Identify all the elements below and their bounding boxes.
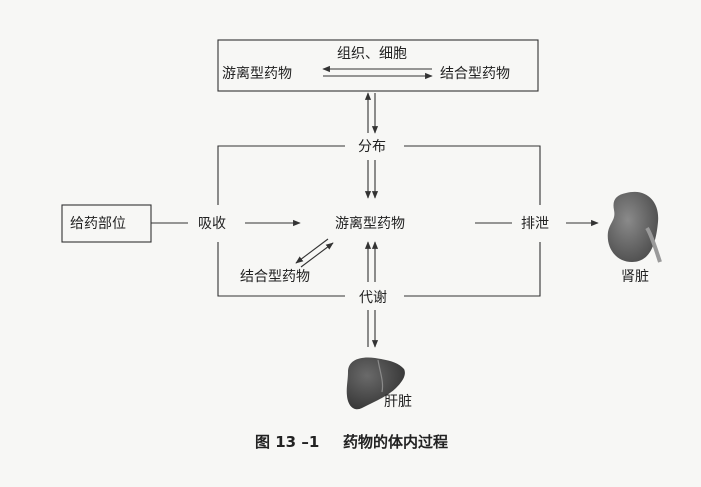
kidney-image [607, 191, 662, 263]
distribution-label: 分布 [358, 139, 386, 155]
administration-site-label: 给药部位 [70, 216, 126, 232]
liver-label: 肝脏 [384, 394, 412, 410]
central-box-top-right [404, 145, 541, 205]
excretion-label: 排泄 [521, 216, 549, 232]
figure-number: 图 13 –1 [255, 433, 319, 451]
central-box-top-left [217, 145, 345, 205]
liver-ligament-icon [377, 359, 384, 393]
kidney-label: 肾脏 [621, 269, 649, 285]
plasma-bound-drug-label: 结合型药物 [240, 269, 310, 285]
liver-image [346, 357, 405, 410]
tissue-free-drug-label: 游离型药物 [222, 65, 292, 82]
plasma-binding-arrow-1 [295, 238, 329, 264]
central-free-drug-label: 游离型药物 [335, 215, 405, 232]
tissue-bound-drug-label: 结合型药物 [440, 66, 510, 82]
tissue-box [217, 39, 539, 92]
figure-title: 药物的体内过程 [343, 433, 448, 451]
absorption-label: 吸收 [198, 216, 226, 232]
ureter-icon [645, 226, 662, 263]
liver-icon [346, 357, 405, 410]
central-box-bottom-right [404, 242, 541, 297]
kidney-icon [607, 191, 659, 262]
plasma-binding-arrow-2 [300, 242, 334, 268]
tissue-cell-label: 组织、细胞 [337, 46, 407, 62]
metabolism-label: 代谢 [359, 290, 387, 306]
central-box-bottom-left [217, 242, 345, 297]
